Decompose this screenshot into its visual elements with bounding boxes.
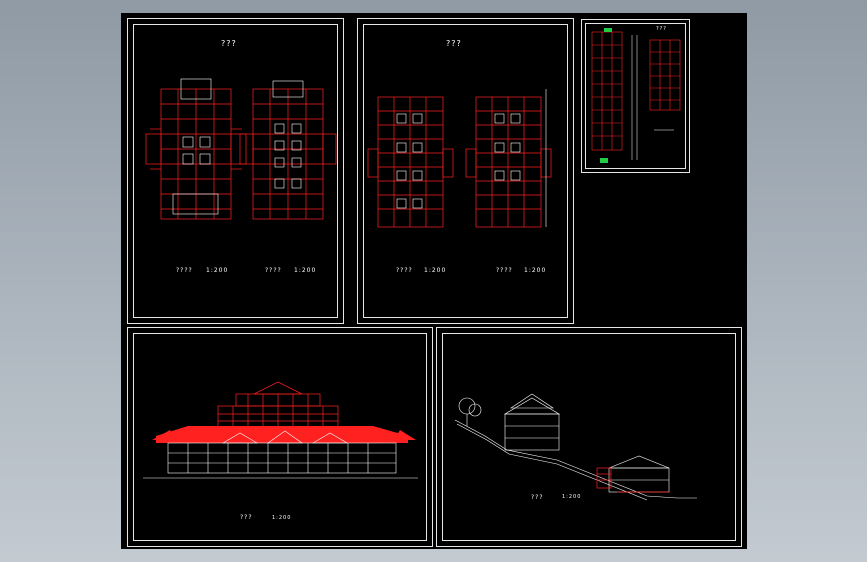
sheet-inner-border (133, 24, 338, 318)
section-label: ??? (531, 494, 544, 501)
tree-icon (458, 397, 476, 415)
floor-plan-b (239, 88, 337, 220)
plan-label-right: ???? (265, 267, 282, 274)
sheet-inner-border (585, 23, 686, 169)
plan-scale-right: 1:200 (294, 267, 317, 274)
plan-scale-left: 1:200 (206, 267, 229, 274)
plan-scale-left: 1:200 (424, 267, 447, 274)
floor-plan-drawing (145, 78, 337, 220)
sheet-inner-border (442, 333, 736, 541)
floor-plan-d (465, 96, 552, 228)
plan-label-left: ???? (396, 267, 413, 274)
sheet-title: ??? (221, 39, 237, 48)
floor-plan-c (367, 96, 454, 228)
sheet-site-plan[interactable]: ??? (581, 19, 690, 173)
sheet-title: ??? (656, 26, 667, 32)
sheet-front-elevation[interactable]: ??? 1:200 (127, 327, 433, 547)
plan-label-left: ???? (176, 267, 193, 274)
sheet-inner-border (363, 24, 568, 318)
section-drawing (454, 393, 697, 501)
section-scale: 1:200 (562, 494, 582, 500)
plan-label-right: ???? (496, 267, 513, 274)
floor-plan-a (145, 88, 247, 220)
site-plan-drawing (591, 28, 681, 163)
plan-scale-right: 1:200 (524, 267, 547, 274)
elevation-label: ??? (240, 514, 253, 521)
sheet-floor-plans-1[interactable]: ??? (127, 18, 344, 324)
front-elevation-drawing (143, 381, 418, 479)
sheet-section[interactable]: ??? 1:200 (436, 327, 742, 547)
sheet-floor-plans-2[interactable]: ??? (357, 18, 574, 324)
sheet-title: ??? (446, 39, 462, 48)
floor-plan-drawing (367, 89, 552, 228)
elevation-scale: 1:200 (272, 515, 292, 521)
sheet-inner-border (133, 333, 427, 541)
drawing-canvas[interactable]: ??? (121, 13, 747, 549)
